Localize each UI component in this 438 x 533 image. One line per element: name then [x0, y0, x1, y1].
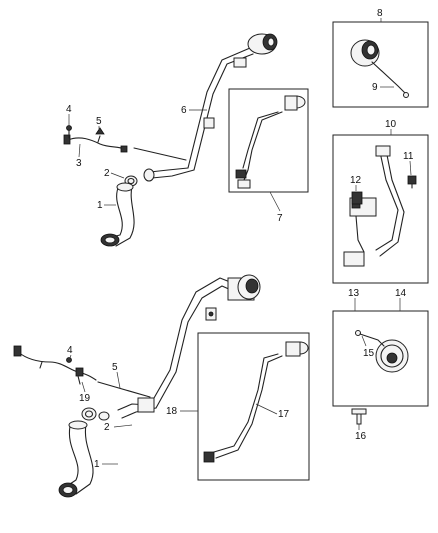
- callout-3: 3: [76, 158, 82, 169]
- callout-17: 17: [278, 409, 290, 420]
- part-5-clip-top: [95, 127, 105, 135]
- callout-14: 14: [395, 288, 407, 299]
- callout-16: 16: [355, 431, 367, 442]
- callout-10: 10: [385, 119, 397, 130]
- part-10-housing-assembly: [343, 145, 405, 267]
- inset-box-13-15: [332, 310, 429, 407]
- part-9-tether: [371, 61, 409, 98]
- part-17-vent-tube: [203, 341, 309, 463]
- callout-2-top: 2: [104, 168, 110, 179]
- callout-18: 18: [166, 406, 178, 417]
- callout-9: 9: [372, 82, 378, 93]
- part-4-sensor-bottom: [66, 357, 72, 363]
- part-19-harness-bottom: [13, 345, 97, 385]
- part-3-harness-top: [63, 134, 128, 153]
- part-14-fuel-door: [375, 339, 409, 373]
- callout-1-bottom: 1: [94, 459, 100, 470]
- callout-2-bottom: 2: [104, 422, 110, 433]
- callout-7: 7: [277, 213, 283, 224]
- inset-box-7: [228, 88, 309, 193]
- part-16-bolt: [351, 408, 367, 425]
- inset-box-8-9: [332, 21, 429, 108]
- callout-4-bottom: 4: [67, 345, 73, 356]
- callout-5-bottom: 5: [112, 362, 118, 373]
- callout-1-top: 1: [97, 200, 103, 211]
- callout-13: 13: [348, 288, 360, 299]
- callout-15: 15: [363, 348, 375, 359]
- callout-12: 12: [350, 175, 362, 186]
- callout-11: 11: [403, 151, 414, 162]
- callout-8: 8: [377, 8, 383, 19]
- part-8-fuel-cap: [350, 39, 380, 67]
- part-15-tether: [355, 330, 385, 347]
- callout-5-top: 5: [96, 116, 102, 127]
- part-2-clamp-bottom: [81, 407, 110, 421]
- callout-6: 6: [181, 105, 187, 116]
- part-12-sensor: [351, 191, 363, 205]
- filler-neck-bottom: [97, 274, 261, 419]
- callout-19: 19: [79, 393, 91, 404]
- part-1-hose-top: [100, 182, 135, 247]
- part-1-hose-bottom: [58, 420, 94, 498]
- inset-box-17: [197, 332, 310, 481]
- part-7-vent-hose: [235, 95, 306, 189]
- part-11-connector: [407, 175, 417, 189]
- callout-4-top: 4: [66, 104, 72, 115]
- filler-neck-top: [133, 33, 278, 182]
- inset-box-10-12: [332, 134, 429, 284]
